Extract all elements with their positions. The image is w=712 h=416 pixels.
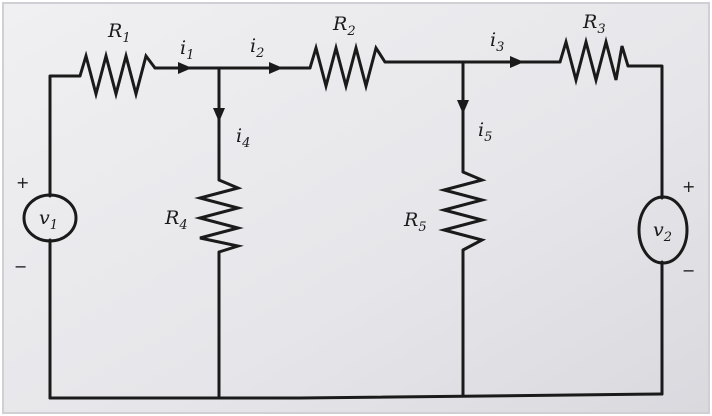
arrow-i4 <box>213 108 225 122</box>
resistor-r3 <box>558 36 630 86</box>
v2-plus-sign: + <box>682 177 695 196</box>
label-r2: R2 <box>332 13 356 39</box>
label-v2: v2 <box>653 219 672 245</box>
label-i3: i3 <box>490 29 504 55</box>
arrow-i2 <box>269 62 283 74</box>
wire-bottom <box>48 392 664 400</box>
voltage-source-v1 <box>22 193 78 243</box>
label-r3: R3 <box>582 11 606 37</box>
resistor-r4 <box>194 178 244 254</box>
arrow-i5 <box>457 100 469 114</box>
voltage-source-v2 <box>637 195 689 265</box>
resistor-r5 <box>438 170 488 252</box>
v1-minus-sign: − <box>14 257 27 276</box>
label-i2: i2 <box>250 35 264 61</box>
label-i4: i4 <box>236 125 250 151</box>
resistor-r1 <box>78 50 157 100</box>
resistor-r2 <box>308 42 387 92</box>
wire-left-top <box>48 74 82 198</box>
v2-minus-sign: − <box>682 261 695 280</box>
arrow-i3 <box>510 56 524 68</box>
wire-right-top <box>626 64 664 200</box>
label-r1: R1 <box>107 20 131 46</box>
label-v1: v1 <box>39 207 58 233</box>
label-r4: R4 <box>164 207 188 233</box>
label-i1: i1 <box>180 37 194 63</box>
v1-plus-sign: + <box>16 173 29 192</box>
arrow-i1 <box>178 62 192 74</box>
label-i5: i5 <box>478 119 492 145</box>
label-r5: R5 <box>403 209 427 235</box>
